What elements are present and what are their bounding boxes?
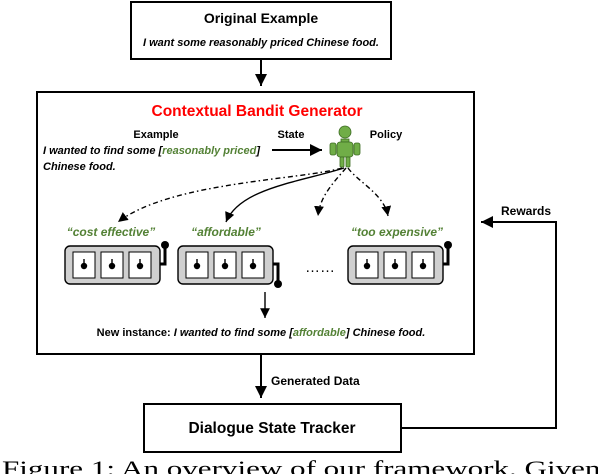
arm-label-cost-effective: “cost effective” (67, 225, 155, 239)
new-instance-prefix: I wanted to find some [ (174, 327, 295, 339)
policy-to-affordable-arrow (225, 167, 345, 223)
example-sentence-line2: Chinese food. (43, 161, 116, 173)
generator-title: Contextual Bandit Generator (152, 103, 363, 120)
slot-machine-icon (347, 241, 452, 285)
new-instance-label: New instance: (97, 327, 171, 339)
new-instance-suffix: ] Chinese food. (345, 327, 425, 339)
slot-machine-icon (64, 241, 169, 285)
original-example-sentence: I want some reasonably priced Chinese fo… (143, 37, 379, 49)
new-instance-sentence: New instance: I wanted to find some [aff… (97, 327, 426, 339)
example-line1-suffix: ] (255, 145, 260, 157)
dialogue-state-tracker-title: Dialogue State Tracker (188, 420, 355, 437)
policy-to-dots-arrow (314, 167, 347, 217)
robot-agent-icon (329, 125, 361, 168)
arm-label-affordable: “affordable” (191, 225, 261, 239)
example-line1-phrase: reasonably priced (162, 145, 256, 157)
original-example-box (130, 1, 392, 60)
figure-caption: Figure 1: An overview of our framework. … (2, 456, 598, 474)
more-arms-ellipsis: …… (305, 259, 335, 276)
new-instance-phrase: affordable (293, 327, 346, 339)
example-sentence-line1: I wanted to find some [reasonably priced… (43, 145, 260, 157)
policy-label: Policy (370, 129, 403, 141)
rewards-feedback-arrow (401, 216, 557, 429)
example-line1-prefix: I wanted to find some [ (43, 145, 164, 157)
generated-data-label: Generated Data (271, 374, 360, 388)
contextual-bandit-generator-box (36, 91, 475, 355)
arm-label-too-expensive: “too expensive” (351, 225, 443, 239)
original-example-title: Original Example (204, 10, 319, 26)
slot-machine-icon (177, 245, 282, 288)
rewards-label: Rewards (501, 204, 551, 218)
state-label: State (278, 129, 305, 141)
example-label: Example (133, 129, 178, 141)
